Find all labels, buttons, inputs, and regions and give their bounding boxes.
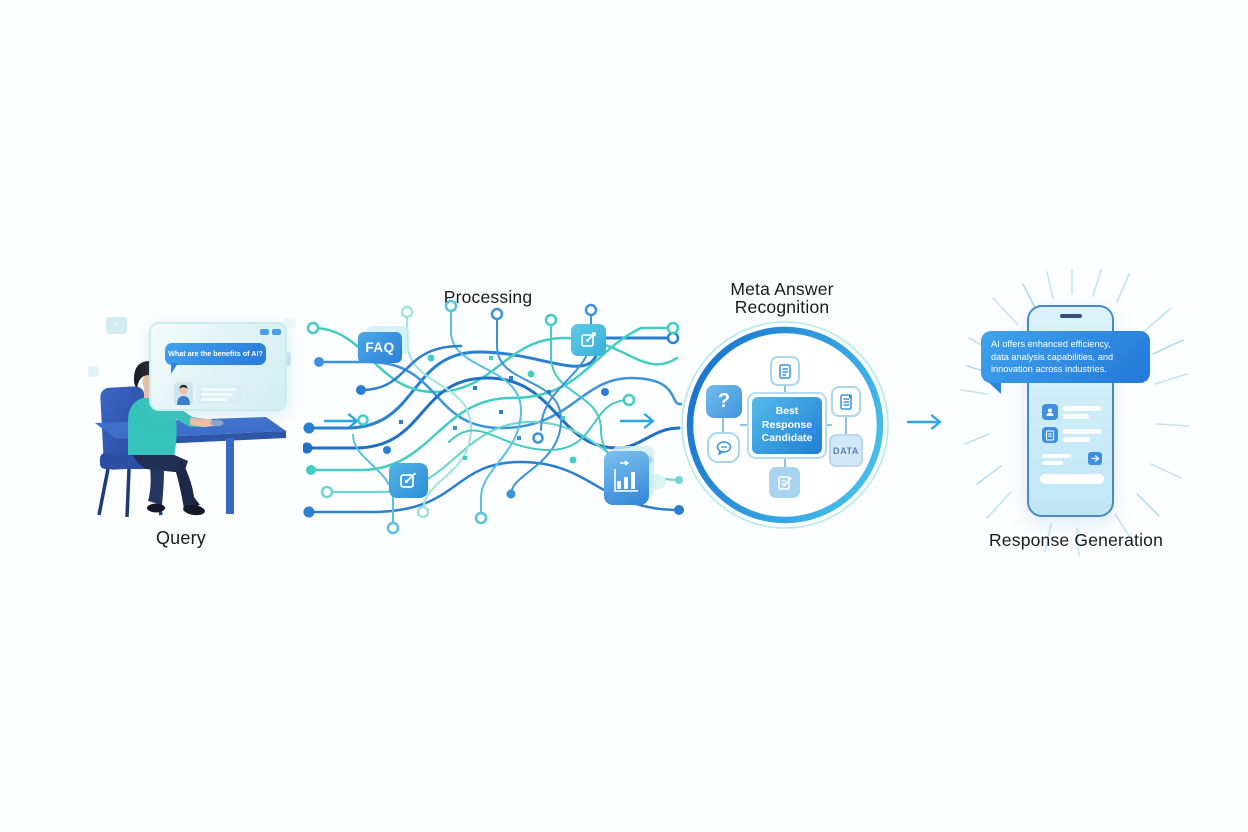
input-bar (1040, 474, 1104, 484)
connector-line (740, 424, 748, 426)
processing-label: Processing (443, 287, 533, 307)
question-icon: ? (706, 385, 742, 418)
query-label: Query (155, 528, 207, 548)
decor-square (88, 366, 99, 377)
response-label: Response Generation (988, 530, 1164, 550)
document-icon (831, 386, 861, 417)
message-placeholder (197, 385, 242, 404)
connector-line (784, 459, 786, 468)
decor-square (283, 318, 296, 328)
text-line (1063, 437, 1090, 442)
arrow-icon (619, 413, 655, 429)
text-line (1063, 414, 1089, 419)
speech-bubble-tail (171, 363, 178, 374)
meta-label: Meta Answer Recognition (730, 279, 834, 318)
arrow-icon (906, 414, 942, 430)
response-speech-bubble: AI offers enhanced efficiency, data anal… (981, 331, 1150, 383)
faq-icon: FAQ (358, 332, 402, 363)
text-line (1063, 429, 1101, 434)
chat-icon (707, 432, 740, 463)
profile-icon (1042, 404, 1058, 420)
window-control-icon (260, 329, 269, 335)
connector-line (845, 417, 847, 434)
text-line (1042, 461, 1063, 465)
query-speech-bubble: What are the benefits of AI? (165, 343, 266, 365)
connector-line (826, 424, 832, 426)
arrow-icon (323, 413, 359, 429)
edit-icon (389, 463, 428, 498)
text-line (1063, 406, 1101, 411)
document-icon (770, 356, 800, 386)
send-icon (1088, 452, 1102, 465)
person (128, 361, 224, 516)
text-line (1042, 454, 1071, 458)
person-at-desk-illustration (95, 361, 286, 518)
best-response-candidate-box: Best Response Candidate (752, 397, 822, 454)
phone-notch (1059, 314, 1082, 318)
bar-chart-icon (604, 451, 649, 505)
edit-document-icon (769, 467, 800, 498)
document-icon (1042, 427, 1058, 443)
connector-line (722, 418, 724, 432)
speech-bubble-tail (986, 380, 1001, 394)
data-icon: DATA (829, 434, 863, 467)
edit-icon (571, 324, 606, 356)
avatar (174, 382, 193, 405)
connector-line (784, 386, 786, 393)
close-icon: × (106, 317, 127, 334)
network-graphic (303, 300, 684, 535)
window-control-icon (272, 329, 281, 335)
